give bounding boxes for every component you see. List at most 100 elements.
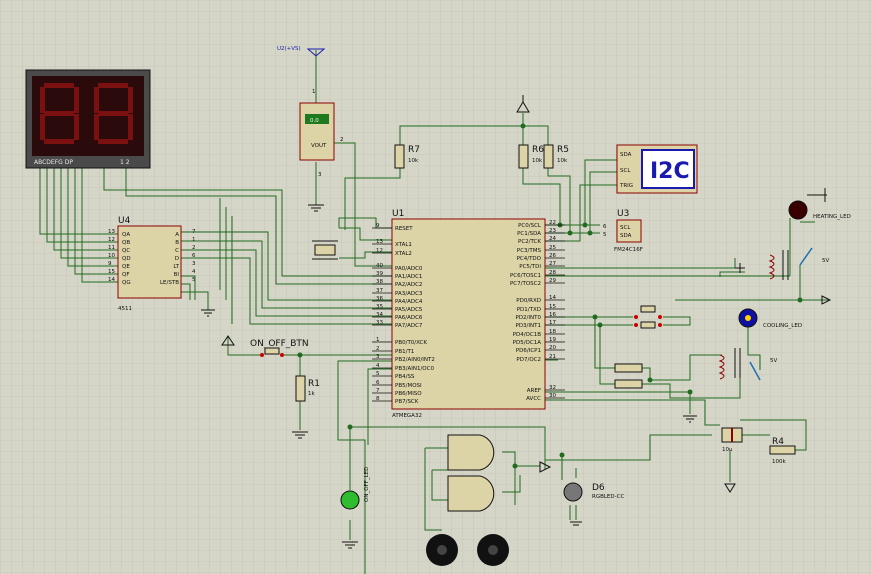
u4-pin-number: 3 — [192, 261, 196, 267]
u2-pin2: 2 — [340, 137, 344, 143]
u1-pin-name: PC7/TOSC2 — [510, 281, 541, 287]
u1-pin-name: PA6/ADC6 — [395, 315, 423, 321]
relay-1[interactable]: 5V — [735, 247, 829, 280]
u4-pin-number: 4 — [192, 269, 196, 275]
u1-pin-number: 15 — [549, 304, 556, 310]
u1-pin-name: PD1/TXD — [517, 307, 541, 313]
u1-pin-name: AVCC — [526, 396, 541, 402]
r6-ref: R6 — [532, 145, 544, 155]
u2-vout-label: VOUT — [311, 143, 327, 149]
u4-pin-name: A — [175, 232, 179, 238]
u4-pin-number: 11 — [108, 245, 115, 251]
u1-pin-number: 22 — [549, 220, 556, 226]
cooling-led[interactable]: COOLING_LED — [738, 295, 832, 329]
rgb-led-d6[interactable]: D6 RGBLED-CC — [563, 482, 624, 502]
u4-pin-number: 5 — [192, 277, 196, 283]
heating-led[interactable]: HEATING_LED — [788, 188, 851, 220]
and-gate-1[interactable] — [447, 434, 495, 471]
u1-pin-name: PA3/ADC3 — [395, 291, 423, 297]
u1-pin-name: PC4/TDO — [517, 256, 542, 262]
cap-value: 10u — [722, 447, 732, 453]
u4-pin-name: D — [175, 256, 179, 262]
u1-pin-number: 9 — [376, 223, 380, 229]
crystal[interactable] — [312, 240, 338, 260]
push-buttons-pd[interactable] — [614, 305, 662, 389]
u1-pin-number: 3 — [376, 354, 380, 360]
digit-segments — [40, 83, 133, 144]
u1-pin-name: PC1/SDA — [517, 231, 541, 237]
seven-segment-display[interactable]: ABCDEFG DP 1 2 — [25, 69, 151, 169]
and-gate-2[interactable] — [447, 475, 495, 512]
u3-pin6: 6 — [603, 224, 607, 230]
u3-eeprom[interactable]: U3 FM24C16F 6 5 SCL SDA — [603, 209, 643, 253]
u4-pin-name: B — [175, 240, 179, 246]
u1-pin-name: RESET — [395, 226, 413, 232]
u1-pin-name: PA0/ADC0 — [395, 266, 423, 272]
output-arrow-icon — [539, 461, 552, 473]
r4-ref: R4 — [772, 437, 784, 447]
ground-arrow-icon — [724, 483, 736, 493]
buzzer-right[interactable] — [477, 534, 509, 566]
resistor-r4[interactable]: R4 100k — [769, 437, 796, 465]
u4-pin-name: QD — [122, 256, 131, 262]
u1-pin-name: AREF — [527, 388, 541, 394]
on-off-button[interactable]: ON_OFF_BTN — [221, 335, 309, 357]
u4-pin-name: C — [175, 248, 179, 254]
u1-pin-number: 26 — [549, 253, 556, 259]
u4-pin-number: 1 — [192, 237, 196, 243]
u4-pin-name: QG — [122, 280, 131, 286]
u1-pin-number: 30 — [549, 393, 556, 399]
i2c-title: I2C — [650, 159, 690, 184]
resistor-r7[interactable]: R7 10k — [394, 144, 420, 169]
u4-ref: U4 — [118, 216, 131, 226]
u3-sda: SDA — [620, 233, 632, 239]
u1-pin-number: 13 — [376, 239, 383, 245]
on-off-led[interactable]: ON_OFF_LED — [340, 467, 370, 510]
u1-pin-number: 1 — [376, 337, 380, 343]
u1-pin-name: PC6/TOSC1 — [510, 273, 541, 279]
r5-ref: R5 — [557, 145, 569, 155]
resistor-r6[interactable]: R6 10k — [518, 144, 544, 169]
u4-pin-name: LE/STB — [160, 280, 179, 286]
resistor-r1[interactable]: R1 1k — [295, 375, 320, 402]
u1-pin-name: PB2/AIN0/INT2 — [395, 357, 435, 363]
u1-pin-number: 14 — [549, 295, 556, 301]
u1-pin-name: PA4/ADC4 — [395, 299, 423, 305]
u1-pin-number: 4 — [376, 363, 380, 369]
r5-value: 10k — [557, 158, 568, 164]
r4-value: 100k — [772, 459, 786, 465]
u1-pin-name: PA7/ADC7 — [395, 323, 423, 329]
u1-pin-name: PC2/TCK — [518, 239, 541, 245]
relay-2[interactable]: 5V — [718, 348, 777, 381]
u3-pin5: 5 — [603, 232, 607, 238]
u2-readout: 0.0 — [310, 118, 319, 124]
u1-pin-number: 38 — [376, 279, 383, 285]
u1-pin-name: PD5/OC1A — [513, 340, 542, 346]
u1-pin-number: 8 — [376, 396, 380, 402]
u4-pin-name: LT — [173, 264, 179, 270]
u1-pin-name: XTAL2 — [395, 251, 412, 257]
u1-pin-number: 39 — [376, 271, 383, 277]
u1-pin-number: 24 — [549, 236, 556, 242]
u1-pin-number: 40 — [376, 263, 383, 269]
resistor-r5[interactable]: R5 10k — [543, 144, 569, 169]
u1-pin-name: PB7/SCK — [395, 399, 419, 405]
r7-ref: R7 — [408, 145, 420, 155]
r6-value: 10k — [532, 158, 543, 164]
u4-pin-number: 14 — [108, 277, 115, 283]
u4-pin-name: QB — [122, 240, 130, 246]
buzzer-left[interactable] — [426, 534, 458, 566]
u1-pin-number: 2 — [376, 346, 380, 352]
u1-pin-name: PD7/OC2 — [516, 357, 541, 363]
i2c-debugger[interactable]: I2C SDA SCL TRIG — [616, 144, 698, 194]
junction-dots — [297, 123, 803, 469]
u3-ref: U3 — [617, 209, 629, 219]
capacitor[interactable]: 10u — [721, 427, 743, 453]
u4-pin-number: 12 — [108, 237, 115, 243]
u2-temperature-sensor[interactable]: U2(+VS) 0.0 VOUT 1 2 3 — [277, 46, 344, 178]
